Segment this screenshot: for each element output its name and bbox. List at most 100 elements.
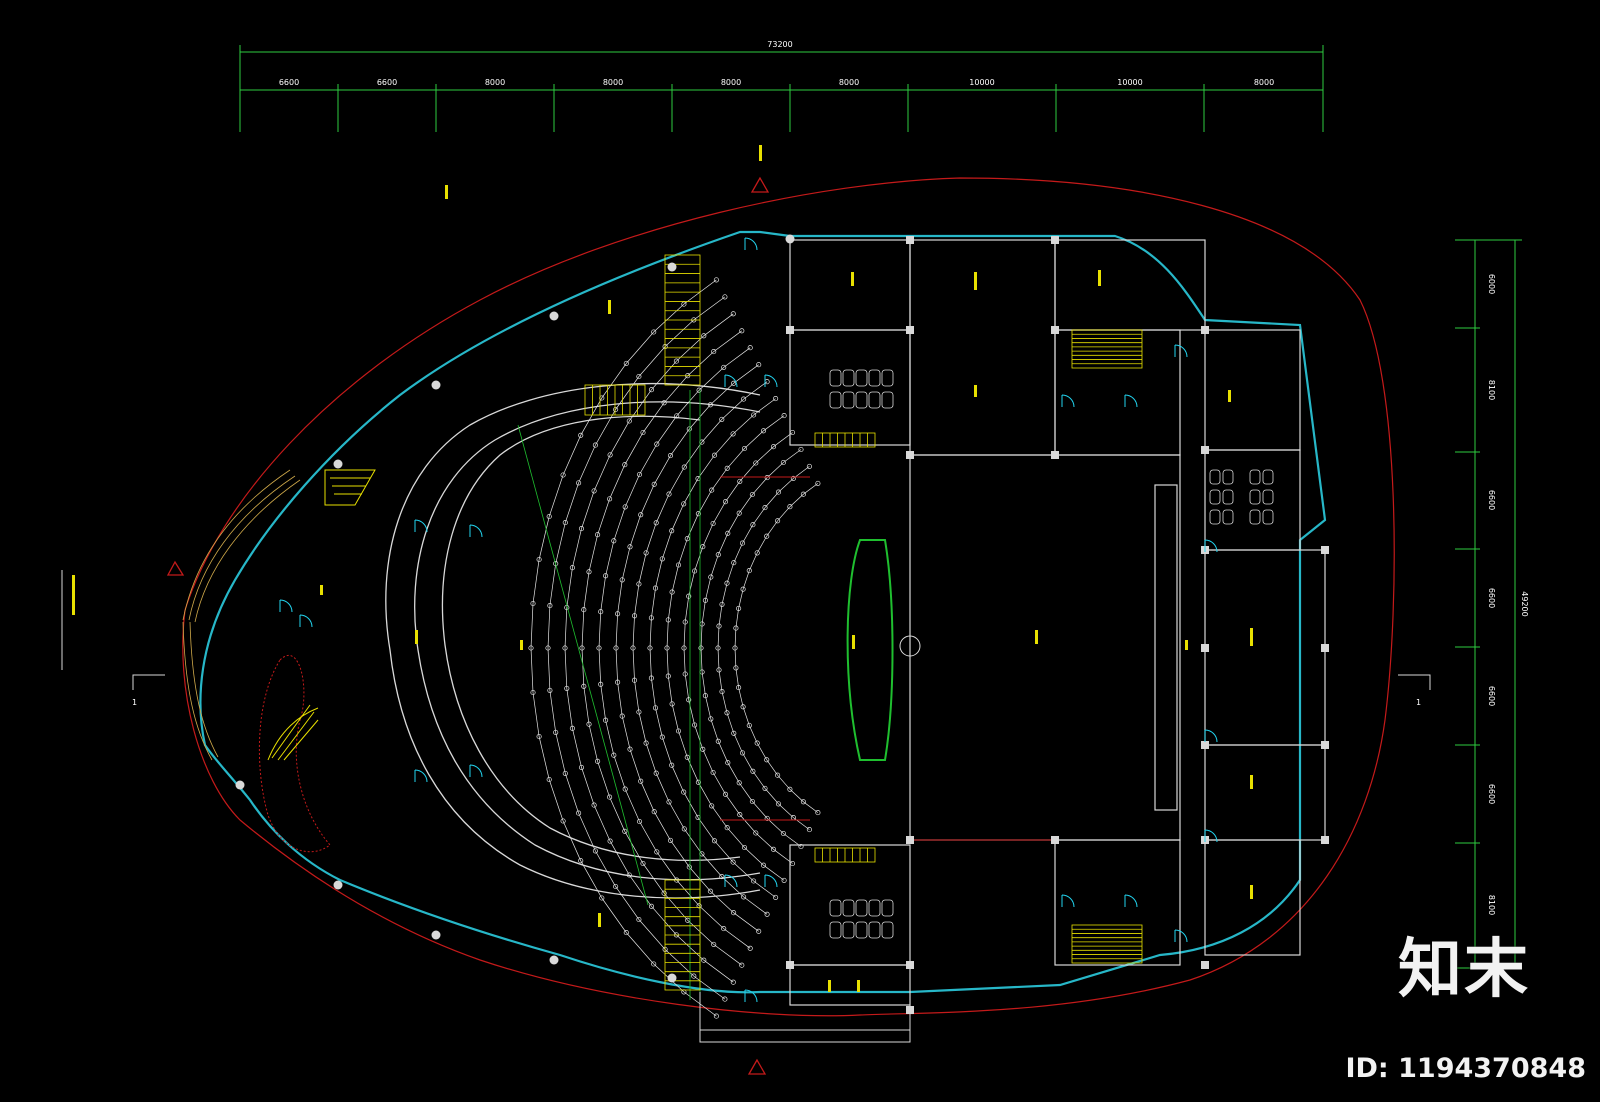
stair-hatches <box>584 254 1143 991</box>
span-dimension-6: 8000 <box>839 78 859 87</box>
seat <box>732 645 738 651</box>
door-swings <box>279 237 1218 1003</box>
column <box>1321 644 1329 652</box>
seat <box>595 532 601 538</box>
seat <box>722 499 729 505</box>
south-ramp <box>699 992 911 1043</box>
seat <box>725 530 731 536</box>
seat <box>682 671 688 677</box>
seat <box>607 794 613 800</box>
seat <box>775 801 782 807</box>
seat <box>815 480 821 486</box>
seat <box>790 475 796 481</box>
seat <box>651 961 657 967</box>
seat-row <box>700 449 802 847</box>
seat-row <box>632 381 768 915</box>
lobby-spiral-stair <box>267 704 319 761</box>
seat <box>739 750 746 756</box>
seat <box>643 740 649 746</box>
span-dimension-5: 8000 <box>721 78 741 87</box>
seat-row <box>683 432 793 864</box>
seat <box>591 488 597 494</box>
seat <box>737 812 743 818</box>
seat <box>547 687 553 693</box>
span-dimension-3: 8000 <box>485 78 505 87</box>
door-swing <box>1174 929 1188 943</box>
seat <box>631 613 638 619</box>
overall-depth-dimension: 49200 <box>1520 591 1529 616</box>
door-swing <box>764 874 778 888</box>
seat <box>775 772 781 778</box>
seat <box>719 416 725 422</box>
seat <box>615 611 621 617</box>
seat <box>719 874 725 880</box>
seat <box>530 689 536 696</box>
seat <box>667 837 674 843</box>
seat <box>751 412 757 418</box>
seat <box>669 762 675 768</box>
seat <box>613 406 619 413</box>
seat <box>666 799 672 805</box>
toilet-stall <box>868 369 881 387</box>
door-swing <box>1204 539 1218 553</box>
seat <box>595 758 601 764</box>
seat <box>719 689 725 695</box>
seat <box>648 675 654 681</box>
seat <box>636 916 642 923</box>
seating-block-left <box>528 277 770 1019</box>
seat <box>715 552 721 558</box>
column <box>906 961 914 969</box>
seat <box>607 838 613 844</box>
overall-width-dimension: 73200 <box>767 40 792 49</box>
seat <box>640 860 646 867</box>
seat <box>713 277 719 283</box>
seat <box>698 645 704 651</box>
seat <box>709 803 715 809</box>
row-dimension-5: 6600 <box>1487 686 1496 706</box>
seat <box>731 730 737 736</box>
seat <box>711 941 717 947</box>
seat <box>780 830 786 837</box>
seat <box>741 396 747 402</box>
seat <box>815 810 821 816</box>
seat <box>702 597 708 603</box>
seat <box>747 945 753 951</box>
toilet-stall <box>855 391 868 409</box>
seat <box>695 779 701 785</box>
seat <box>731 380 737 386</box>
seat-row <box>530 279 717 1017</box>
toilet-stall <box>1249 489 1261 505</box>
seat <box>713 1013 719 1019</box>
seat <box>721 926 727 932</box>
seat <box>711 838 718 844</box>
seat <box>546 776 552 783</box>
west-stair <box>324 469 376 506</box>
seat <box>707 888 713 894</box>
seat <box>553 729 559 735</box>
seat <box>545 645 551 651</box>
stair-outline <box>1071 329 1143 369</box>
toilet-stall <box>829 921 842 939</box>
seat <box>579 645 585 651</box>
toilet-stall <box>1262 489 1274 505</box>
seat <box>560 818 566 824</box>
toilet-stall <box>842 921 855 939</box>
seat <box>750 768 756 774</box>
seat <box>770 444 777 450</box>
seat <box>647 645 653 651</box>
seat <box>603 573 609 579</box>
seat <box>627 746 633 752</box>
seat <box>681 789 687 795</box>
seat <box>733 665 739 671</box>
seat <box>716 667 722 673</box>
seat <box>615 679 621 685</box>
curtain-wall-outline <box>199 230 1327 994</box>
seat <box>553 561 559 567</box>
seat <box>762 785 768 791</box>
seat <box>708 574 714 580</box>
toilet-stall <box>1262 469 1274 485</box>
seat <box>806 827 812 833</box>
door-swing <box>299 614 313 628</box>
door-swing <box>1124 394 1138 408</box>
seat <box>653 520 659 526</box>
